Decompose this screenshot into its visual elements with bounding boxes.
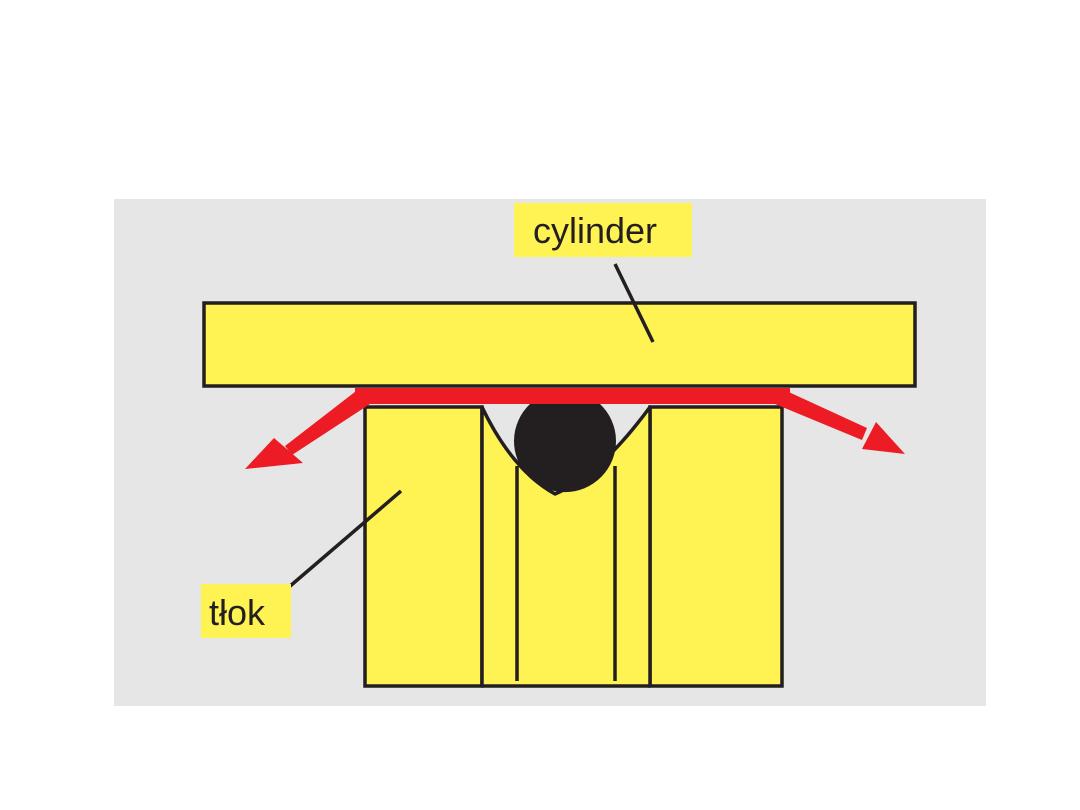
piston: [363, 405, 784, 688]
piston-right-block: [648, 405, 784, 688]
piston-groove: [480, 405, 652, 688]
cylinder-label: cylinder: [514, 203, 692, 257]
seal-ball: [514, 404, 616, 493]
cylinder-leader-line: [613, 263, 655, 343]
right-arrow-head: [862, 422, 905, 454]
left-arrow-shaft: [285, 388, 370, 455]
pressure-arrows: [245, 388, 905, 469]
piston-label: tłok: [201, 584, 291, 638]
piston-label-box: [201, 584, 291, 638]
pressure-band: [355, 388, 790, 404]
piston-leader-line: [287, 489, 403, 589]
right-arrow-shaft: [775, 388, 867, 440]
cylinder-wall: [202, 301, 917, 388]
cylinder-label-text: cylinder: [533, 210, 657, 251]
piston-left-block: [363, 405, 484, 688]
cylinder-label-box: [514, 203, 692, 257]
left-arrow-head: [245, 438, 303, 469]
piston-label-text: tłok: [209, 592, 266, 633]
